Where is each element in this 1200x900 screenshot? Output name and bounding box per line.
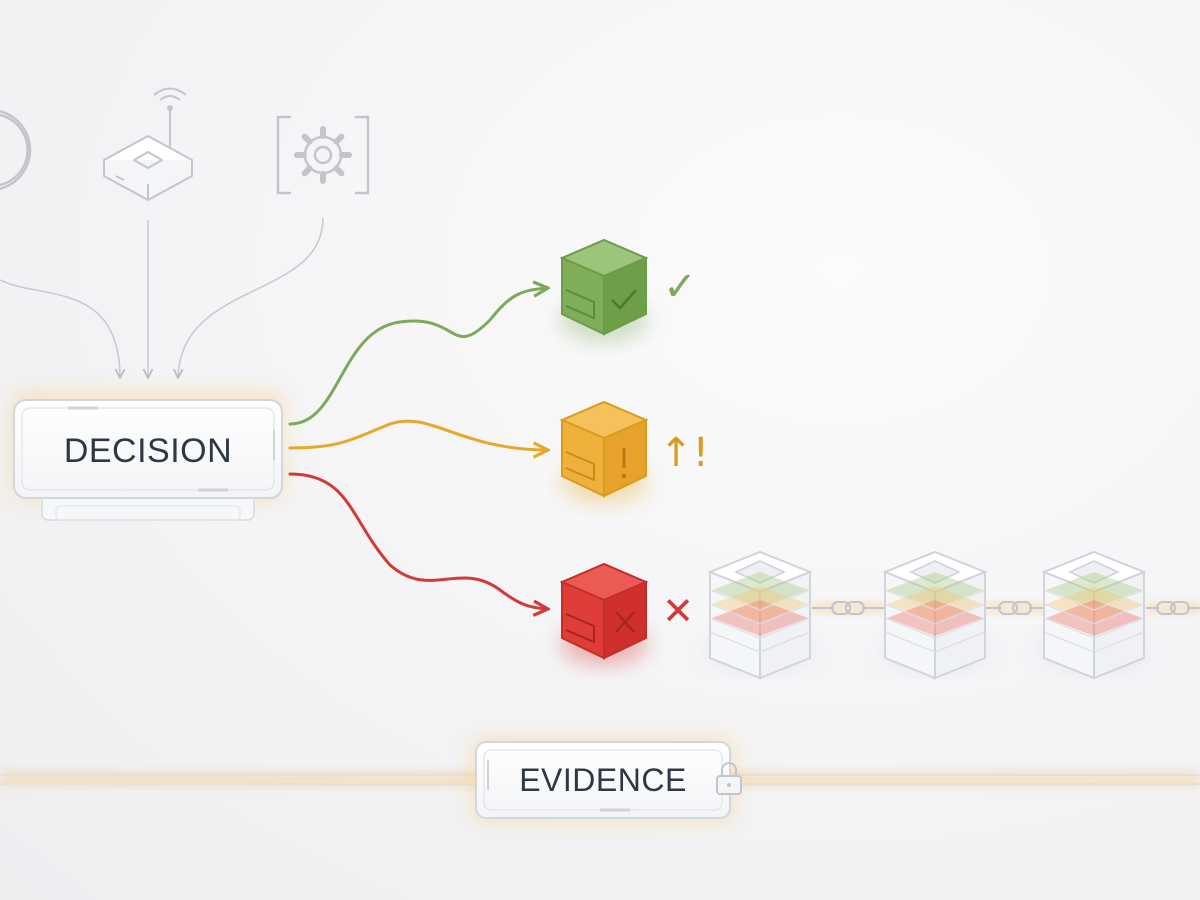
connector-gear [178,217,324,378]
curve-approved [288,288,548,426]
chain-link [812,601,884,615]
chain-link [986,601,1044,615]
settings-gear-icon [276,115,370,195]
ledger-block [882,550,988,680]
wireless-router-icon [103,87,193,201]
connector-circle [0,279,120,378]
rejected-marker: ✕ [662,589,694,633]
escalated-marker: ↑! [659,430,709,476]
outcome-curves [288,288,548,609]
approved-cube [559,238,649,342]
chain-link [1146,601,1200,615]
rejected-cube [559,562,649,666]
ledger-block [1041,550,1147,680]
circle-source-icon [0,110,32,190]
curve-escalated [288,419,548,450]
evidence-label: EVIDENCE [519,762,687,798]
lock-icon [716,762,742,795]
ledger-chain [707,550,1200,680]
input-connectors [0,217,324,378]
escalated-cube [559,400,649,504]
decision-label: DECISION [64,432,232,470]
ledger-block [707,550,813,680]
curve-rejected [288,472,548,609]
approved-marker: ✓ [663,264,697,310]
decision-node: DECISION [10,390,286,521]
evidence-node: EVIDENCE [470,736,742,824]
